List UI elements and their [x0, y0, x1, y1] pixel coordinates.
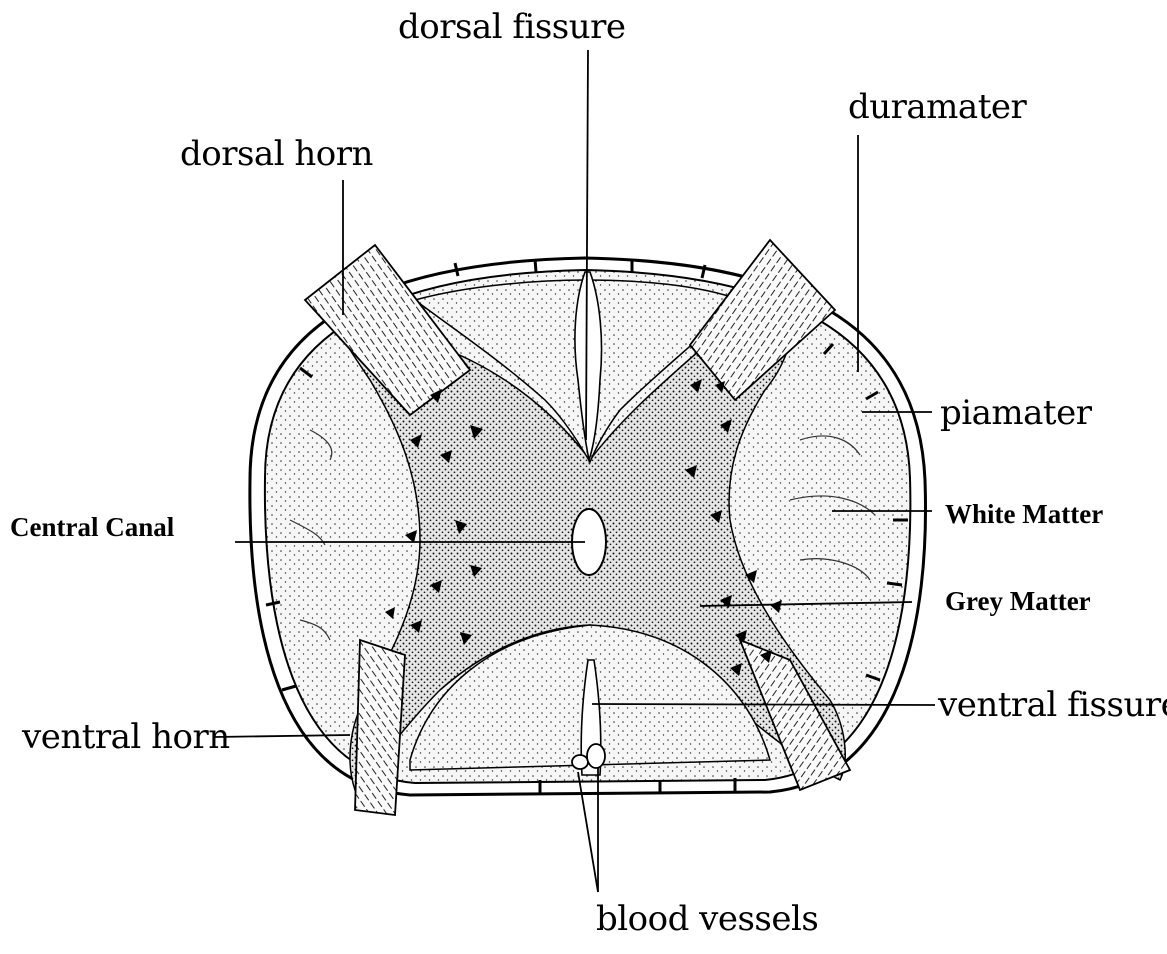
label-duramater: duramater — [848, 90, 1026, 124]
label-ventral-horn: ventral horn — [22, 720, 230, 754]
label-blood-vessels: blood vessels — [596, 902, 818, 936]
leader-ventral-fissure — [592, 704, 935, 705]
label-dorsal-horn: dorsal horn — [180, 137, 373, 171]
label-central-canal: Central Canal — [10, 514, 174, 541]
label-dorsal-fissure: dorsal fissure — [398, 10, 626, 44]
label-grey-matter: Grey Matter — [945, 588, 1091, 615]
label-ventral-fissure: ventral fissure — [938, 688, 1167, 722]
label-piamater: piamater — [940, 396, 1091, 430]
label-white-matter: White Matter — [945, 501, 1103, 528]
left-ventral-root — [355, 640, 405, 815]
